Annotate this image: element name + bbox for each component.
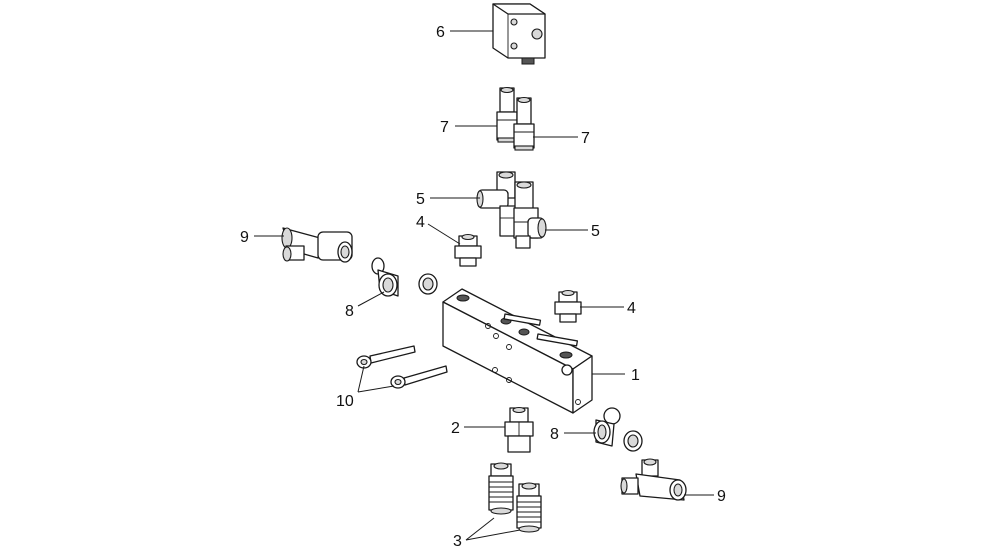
callout-7-left: 7 — [440, 119, 449, 136]
part-7-connector-right — [513, 96, 535, 151]
part-4-plug-lower — [554, 289, 582, 323]
leader-10-b — [357, 385, 395, 393]
callout-9-upper: 9 — [240, 229, 249, 246]
callout-9-lower: 9 — [717, 488, 726, 505]
part-7-connector-left — [496, 86, 518, 143]
callout-7-right: 7 — [581, 130, 590, 147]
callout-5-left: 5 — [416, 191, 425, 208]
leader-lines — [254, 30, 714, 541]
callout-10: 10 — [336, 393, 354, 410]
part-10-screw-upper — [356, 345, 416, 369]
callout-5-right: 5 — [591, 223, 600, 240]
part-3-silencer-left — [488, 462, 514, 515]
callout-4-lower: 4 — [627, 300, 636, 317]
leader-3-a — [465, 517, 495, 541]
part-4-plug-upper — [454, 233, 482, 267]
callout-1: 1 — [631, 367, 640, 384]
part-9-valve-upper — [281, 227, 353, 263]
leader-3-b — [465, 529, 521, 541]
part-5-fitting-left — [476, 171, 517, 237]
part-1-manifold — [442, 288, 593, 414]
part-6-block — [492, 3, 546, 65]
leader-4-upper — [427, 223, 461, 245]
part-5-fitting-right — [513, 181, 547, 249]
part-8-silencer-upper — [371, 257, 438, 297]
callout-8-upper: 8 — [345, 303, 354, 320]
part-2-fitting — [504, 406, 534, 453]
callout-2: 2 — [451, 420, 460, 437]
leader-8-upper — [357, 291, 385, 307]
callout-8-lower: 8 — [550, 426, 559, 443]
callout-4-upper: 4 — [416, 214, 425, 231]
part-10-screw-lower — [390, 365, 448, 389]
part-9-valve-lower — [620, 458, 687, 501]
part-3-silencer-right — [516, 482, 542, 533]
callout-3: 3 — [453, 533, 462, 550]
part-8-silencer-lower — [593, 407, 643, 452]
leader-10-a — [357, 365, 365, 393]
callout-6: 6 — [436, 24, 445, 41]
